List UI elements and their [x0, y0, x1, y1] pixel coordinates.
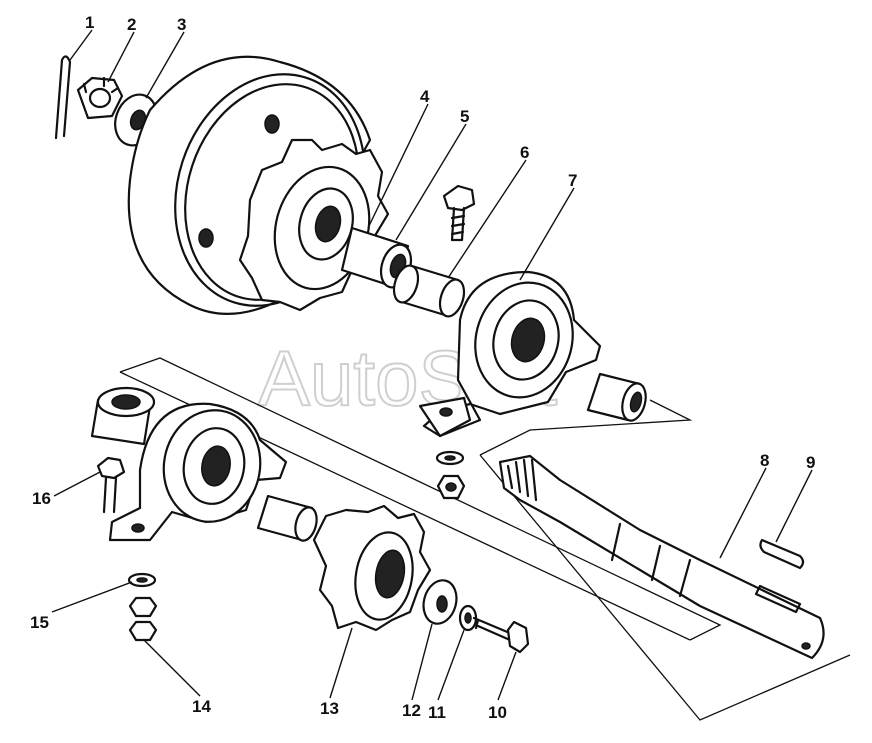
callout-5: 5 [460, 107, 469, 126]
callout-12: 12 [402, 701, 421, 720]
right-nut-washer-part [435, 450, 466, 500]
bearing-housing-right-part [418, 270, 602, 438]
callout-15: 15 [30, 613, 49, 632]
clutch-drum-part [127, 55, 372, 315]
left-bolt-part [96, 456, 126, 514]
left-bushing-part [90, 386, 156, 446]
upper-bolt-part [442, 184, 476, 242]
callout-1: 1 [85, 13, 94, 32]
drive-shaft-part [498, 454, 825, 660]
callout-16: 16 [32, 489, 51, 508]
callout-6: 6 [520, 143, 529, 162]
leader-lines [51, 29, 813, 701]
castle-nut-part [76, 76, 124, 120]
callout-13: 13 [320, 699, 339, 718]
callout-labels: 1 2 3 4 5 6 7 8 9 10 11 12 13 14 15 16 [30, 13, 815, 722]
cotter-pin-part [54, 55, 72, 140]
lower-bolt-part [472, 616, 530, 654]
left-nut-washer-part [127, 572, 158, 642]
callout-10: 10 [488, 703, 507, 722]
shaft-key-part [759, 538, 805, 570]
callout-9: 9 [806, 453, 815, 472]
sleeve-part [340, 226, 413, 290]
bushing-part [392, 264, 466, 318]
middle-bushing-part [256, 494, 318, 542]
callout-2: 2 [127, 15, 136, 34]
callout-3: 3 [177, 15, 186, 34]
callout-14: 14 [192, 697, 211, 716]
callout-8: 8 [760, 451, 769, 470]
lower-sprocket-part [312, 504, 432, 632]
callout-11: 11 [428, 703, 446, 722]
right-bushing-part [586, 372, 647, 422]
bearing-housing-left-part [108, 402, 288, 542]
callout-7: 7 [568, 171, 577, 190]
callout-4: 4 [420, 87, 430, 106]
lower-washer-part [422, 579, 458, 625]
